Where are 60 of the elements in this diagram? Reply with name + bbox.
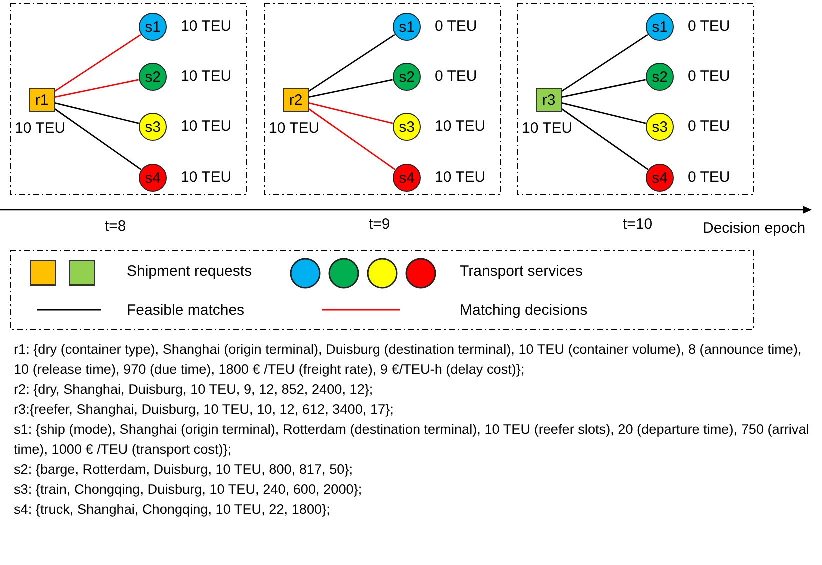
capacity-label: 0 TEU [435,68,478,85]
attribute-list: s3: {train, Chongqing, Duisburg, 10 TEU, 240, 600, 2000}; [14,480,814,500]
capacity-label: 10 TEU [522,120,573,137]
attribute-list: r1: {dry (container type), Shanghai (origin terminal), Duisburg (destination terminal), 10 TEU (container volume), 8 (announce time), 10 (release time), 970 (due time), 1800 € /TEU (freight rate), 9 €/TEU-h (delay cost)}; [14,340,814,380]
time-label: t=10 [623,216,653,233]
capacity-label: 0 TEU [688,169,730,186]
capacity-label: 10 TEU [435,169,486,186]
match-line [54,79,139,98]
service-circle: s1 [646,13,674,41]
time-label: t=9 [369,216,390,233]
service-circle: s2 [646,63,674,91]
time-label: t=8 [105,218,126,235]
legend-label: Transport services [460,263,583,280]
capacity-label: 10 TEU [15,120,66,137]
capacity-label: 10 TEU [181,118,232,135]
service-circle: s2 [393,63,421,91]
service-circle: s4 [139,164,167,192]
capacity-label: 10 TEU [181,18,232,35]
request-box: r2 [283,88,309,112]
capacity-label: 0 TEU [688,18,730,35]
match-line [308,108,396,170]
request-box: r1 [29,88,55,112]
attribute-list: r2: {dry, Shanghai, Duisburg, 10 TEU, 9, 12, 852, 2400, 12}; [14,380,814,400]
service-circle: s4 [646,164,674,192]
service-circle: s1 [393,13,421,41]
match-line [562,79,646,98]
capacity-label: 10 TEU [435,118,486,135]
capacity-label: 0 TEU [688,118,730,135]
request-box: r3 [536,88,562,112]
capacity-label: 0 TEU [435,18,478,35]
service-circle: s1 [139,13,167,41]
attribute-list: s4: {truck, Shanghai, Chongqing, 10 TEU, 22, 1800}; [14,500,814,520]
match-line [562,102,646,124]
match-line [562,108,649,170]
legend-label: Feasible matches [127,302,245,319]
match-line [308,34,396,92]
legend-label: Matching decisions [460,302,588,319]
capacity-label: 10 TEU [181,169,232,186]
match-line [54,102,140,124]
dashdot-frame [10,3,247,195]
service-circle: s4 [393,164,421,192]
capacity-label: 10 TEU [181,68,232,85]
match-line [308,79,393,98]
match-line [54,108,142,170]
axis-label: Decision epoch [703,220,806,237]
dashdot-frame [517,3,754,195]
attribute-list: r3:{reefer, Shanghai, Duisburg, 10 TEU, 10, 12, 612, 3400, 17}; [14,400,814,420]
service-circle: s3 [139,113,167,141]
match-line [308,102,394,124]
capacity-label: 10 TEU [269,120,320,137]
match-line [54,34,142,92]
capacity-label: 0 TEU [688,68,730,85]
attribute-list: s1: {ship (mode), Shanghai (origin terminal), Rotterdam (destination terminal), 10 TEU (reefer slots), 20 (departure time), 750 (arrival time), 1000 € /TEU (transport cost)}; [14,420,814,460]
service-circle: s3 [646,113,674,141]
match-line [562,34,648,92]
legend-label: Shipment requests [127,263,252,280]
dashdot-frame [264,3,501,195]
service-circle: s2 [139,63,167,91]
attribute-list: s2: {barge, Rotterdam, Duisburg, 10 TEU, 800, 817, 50}; [14,460,814,480]
service-circle: s3 [393,113,421,141]
